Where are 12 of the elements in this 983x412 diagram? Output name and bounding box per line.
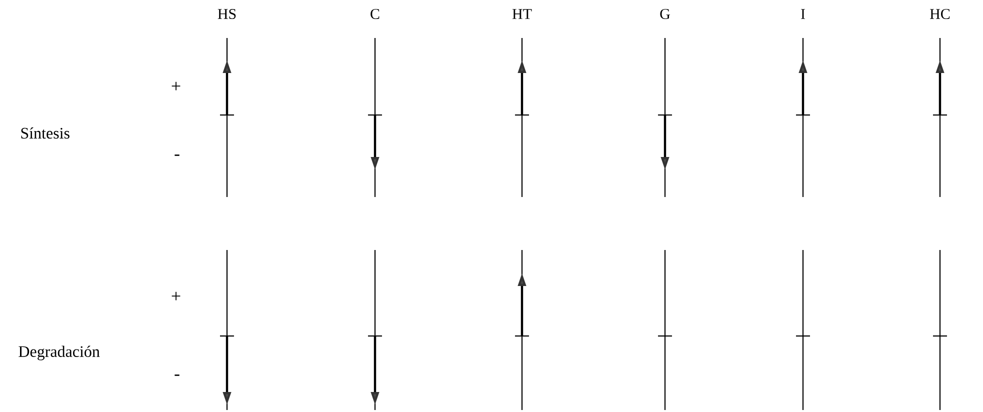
row-label: Degradación bbox=[18, 346, 100, 360]
sign-label: - bbox=[174, 154, 180, 156]
sign-label: + bbox=[172, 82, 180, 90]
column-heading: HT bbox=[512, 9, 532, 19]
column-heading: G bbox=[660, 8, 670, 20]
row-label: Síntesis bbox=[21, 127, 70, 139]
sign-label: - bbox=[174, 374, 180, 376]
column-heading: HS bbox=[218, 8, 236, 20]
column-heading: HC bbox=[930, 8, 950, 20]
column-heading: C bbox=[370, 8, 380, 20]
column-heading: I bbox=[801, 9, 805, 19]
sign-label: + bbox=[172, 292, 180, 300]
